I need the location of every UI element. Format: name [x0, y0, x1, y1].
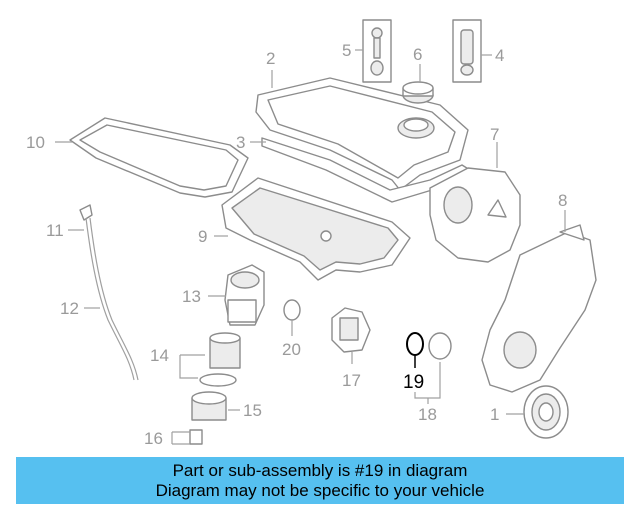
part-14-oil-filter: 14	[150, 332, 241, 387]
part-9-oil-pan: 9	[198, 177, 411, 281]
part-10-gasket: 10	[26, 117, 249, 198]
callout-14: 14	[150, 346, 169, 365]
part-6-filler-cap: 6	[402, 45, 434, 104]
callout-2: 2	[266, 49, 275, 68]
info-banner: Part or sub-assembly is #19 in diagram D…	[16, 457, 624, 504]
banner-line-2: Diagram may not be specific to your vehi…	[155, 481, 485, 500]
part-18-seal-set: 18	[414, 332, 452, 424]
callout-1: 1	[490, 405, 499, 424]
banner-line-1: Part or sub-assembly is #19 in diagram	[172, 461, 468, 480]
callout-11: 11	[46, 221, 64, 240]
callout-16: 16	[144, 429, 163, 448]
part-1-pulley: 1	[490, 385, 569, 439]
part-17-adapter: 17	[331, 307, 371, 390]
callout-5: 5	[342, 41, 351, 60]
callout-10: 10	[26, 133, 45, 152]
part-2-valve-cover: 2	[255, 49, 469, 191]
callout-13: 13	[182, 287, 201, 306]
callout-3: 3	[236, 133, 245, 152]
callout-15: 15	[243, 401, 262, 420]
part-13-filter-housing: 13	[182, 264, 265, 326]
callout-20: 20	[282, 340, 301, 359]
part-15-filter-cap: 15	[191, 391, 262, 421]
parts-diagram: 10 2 3 5 4 6	[26, 19, 597, 448]
part-8-timing-cover: 8	[481, 191, 597, 393]
callout-7: 7	[490, 125, 499, 144]
part-20-o-ring: 20	[282, 299, 301, 359]
callout-9: 9	[198, 227, 207, 246]
callout-6: 6	[413, 45, 422, 64]
callout-18: 18	[418, 405, 437, 424]
callout-12: 12	[60, 299, 79, 318]
part-19-seal-highlighted: 19	[403, 332, 424, 393]
callout-19: 19	[403, 372, 424, 393]
callout-8: 8	[558, 191, 567, 210]
part-11-12-dipstick: 11 12	[46, 204, 139, 381]
part-5-bolt: 5	[342, 19, 392, 83]
part-4-bolt: 4	[452, 19, 504, 83]
part-7-timing-case: 7	[429, 125, 521, 263]
callout-17: 17	[342, 371, 361, 390]
callout-4: 4	[495, 46, 504, 65]
part-16-sensor: 16	[144, 429, 203, 448]
